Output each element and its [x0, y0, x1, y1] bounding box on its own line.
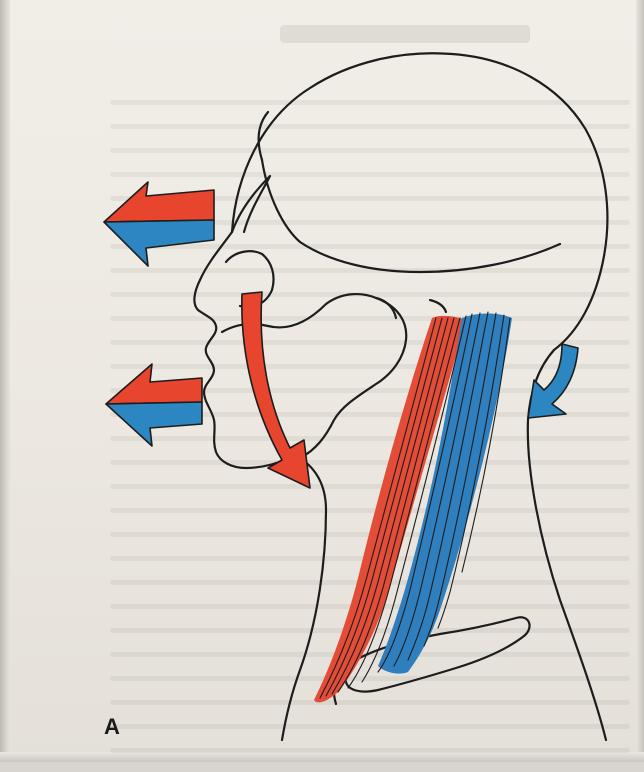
upper-horizontal-arrow: [104, 182, 214, 266]
cranium-outline: [232, 53, 607, 350]
upper-arrow-red: [104, 182, 214, 222]
neck-muscle: [314, 312, 512, 702]
panel-label: A: [104, 714, 120, 740]
lower-arrow-red: [106, 364, 202, 404]
skull-inner-line: [262, 160, 560, 272]
upper-arrow-blue: [104, 220, 214, 266]
brow-outline: [232, 176, 270, 232]
jaw-curved-arrow: [242, 292, 310, 488]
jaw-arrow-body: [242, 292, 310, 488]
nape-arrow-body: [528, 344, 578, 418]
lower-horizontal-arrow: [106, 364, 202, 446]
lower-arrow-blue: [106, 402, 202, 446]
nape-curved-arrow: [528, 344, 578, 418]
occipital-line: [430, 300, 446, 312]
